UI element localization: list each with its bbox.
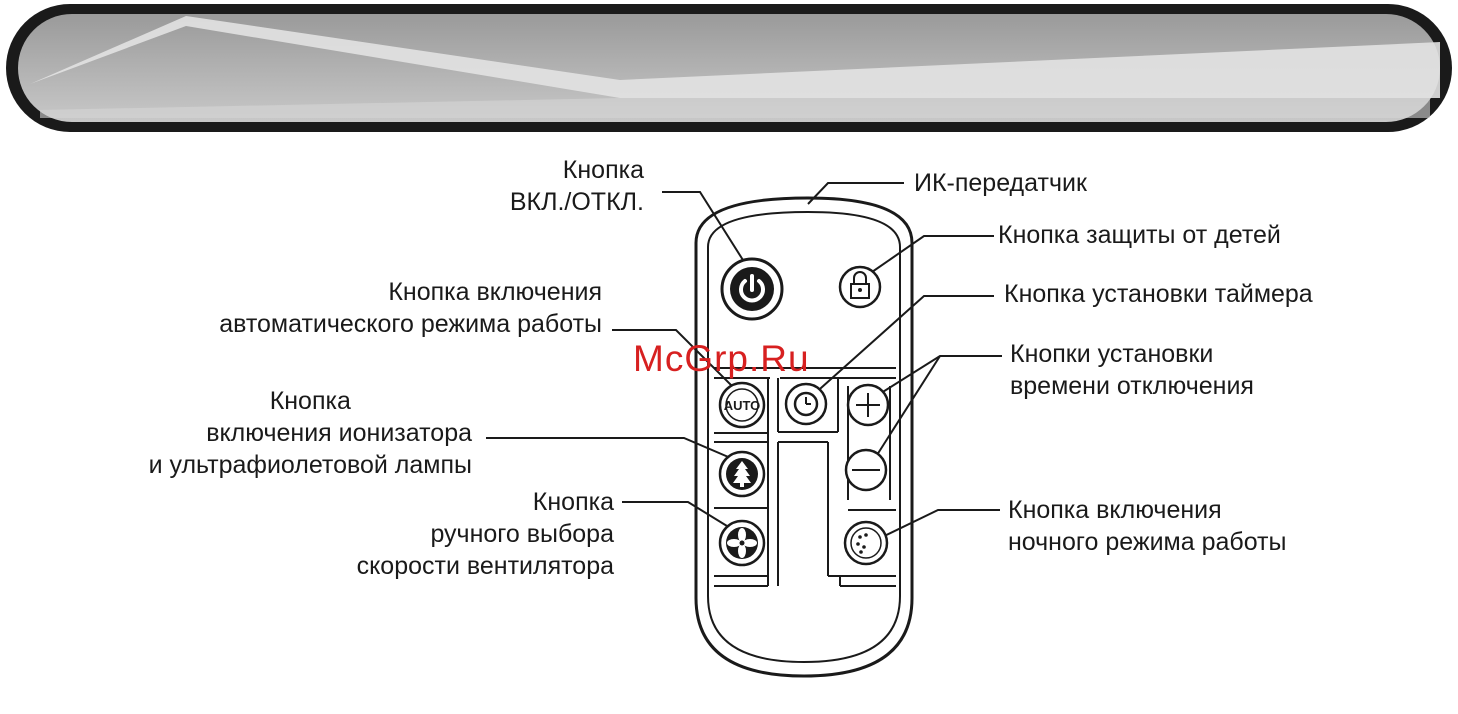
label-auto-line-2: автоматического режима работы bbox=[219, 310, 602, 338]
auto-button-label: AUTO bbox=[724, 398, 761, 413]
label-power-line-1: Кнопка bbox=[562, 156, 644, 184]
label-auto-mode: Кнопка включения автоматического режима … bbox=[219, 276, 602, 340]
label-off-time: Кнопки установки времени отключения bbox=[1010, 338, 1254, 402]
label-ionizer-line-2: включения ионизатора bbox=[206, 419, 472, 447]
label-fan-speed: Кнопка ручного выбора скорости вентилято… bbox=[357, 486, 614, 582]
watermark: McGrp.Ru bbox=[633, 338, 810, 379]
label-power-button: Кнопка ВКЛ./ОТКЛ. bbox=[510, 154, 644, 218]
power-button[interactable] bbox=[720, 257, 784, 321]
label-child-lock-line-1: Кнопка защиты от детей bbox=[998, 221, 1281, 249]
label-ir-transmitter: ИК-передатчик bbox=[914, 167, 1087, 199]
label-fan-line-1: Кнопка bbox=[532, 488, 614, 516]
label-fan-line-3: скорости вентилятора bbox=[356, 552, 614, 580]
timer-button[interactable] bbox=[784, 382, 828, 426]
label-ionizer-line-1: Кнопка bbox=[269, 387, 351, 415]
label-off-time-line-1: Кнопки установки bbox=[1010, 340, 1214, 368]
fan-icon bbox=[727, 528, 757, 558]
clock-icon bbox=[793, 391, 819, 417]
label-off-time-line-2: времени отключения bbox=[1010, 372, 1254, 400]
label-night-line-1: Кнопка включения bbox=[1008, 496, 1222, 524]
header-banner bbox=[6, 4, 1452, 132]
plus-icon bbox=[856, 393, 880, 417]
leader-lines bbox=[486, 182, 1002, 541]
label-power-line-2: ВКЛ./ОТКЛ. bbox=[509, 188, 644, 216]
fan-speed-button[interactable] bbox=[718, 519, 766, 567]
panel-lines bbox=[714, 367, 896, 587]
ionizer-button[interactable] bbox=[718, 450, 766, 498]
lock-icon bbox=[850, 271, 870, 299]
power-icon bbox=[739, 274, 765, 303]
label-night-mode: Кнопка включения ночного режима работы bbox=[1008, 494, 1286, 558]
auto-button[interactable]: AUTO bbox=[718, 381, 766, 429]
label-auto-line-1: Кнопка включения bbox=[388, 278, 602, 306]
label-child-lock: Кнопка защиты от детей bbox=[998, 219, 1281, 251]
label-timer: Кнопка установки таймера bbox=[1004, 278, 1313, 310]
night-mode-button[interactable] bbox=[843, 520, 889, 566]
label-fan-line-2: ручного выбора bbox=[430, 520, 614, 548]
time-plus-button[interactable] bbox=[846, 383, 890, 427]
label-ir-line-1: ИК-передатчик bbox=[914, 169, 1087, 197]
label-ionizer-line-3: и ультрафиолетовой лампы bbox=[148, 451, 472, 479]
time-minus-button[interactable] bbox=[844, 448, 888, 492]
stars-moon-icon bbox=[856, 533, 882, 554]
child-lock-button[interactable] bbox=[838, 265, 882, 309]
remote-body bbox=[694, 196, 914, 678]
label-timer-line-1: Кнопка установки таймера bbox=[1004, 280, 1313, 308]
tree-icon bbox=[733, 461, 751, 487]
label-night-line-2: ночного режима работы bbox=[1008, 528, 1287, 556]
label-ionizer: Кнопка включения ионизатора и ультрафиол… bbox=[149, 385, 472, 481]
